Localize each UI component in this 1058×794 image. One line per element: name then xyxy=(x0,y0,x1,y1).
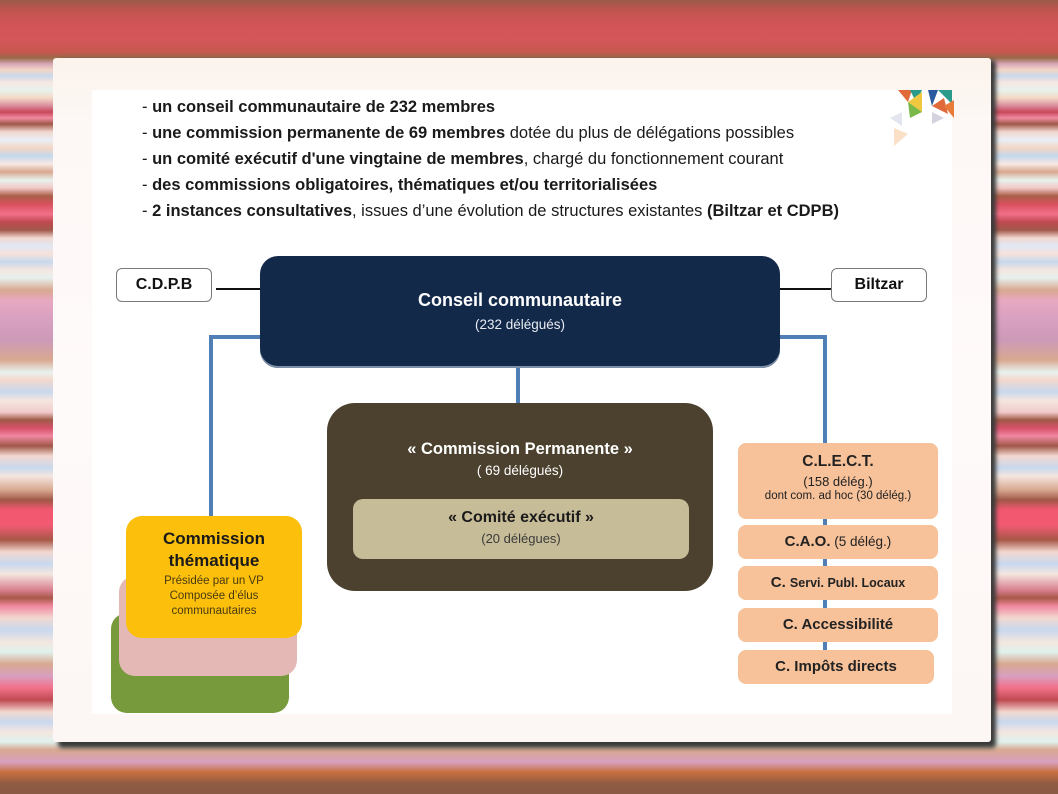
bullet-item: - un conseil communautaire de 232 membre… xyxy=(142,98,496,116)
conseil-title: Conseil communautaire xyxy=(417,290,623,310)
connector-left-horizontal xyxy=(209,335,261,339)
clect-box: C.L.E.C.T. (158 délég.) dont com. ad hoc… xyxy=(738,443,938,519)
comite-subtitle: (20 délégues) xyxy=(481,531,561,546)
bullet-item: - 2 instances consultatives, issues d’un… xyxy=(142,202,839,220)
cao-box: C.A.O. (5 délég.) xyxy=(738,525,938,559)
bullet-item: - une commission permanente de 69 membre… xyxy=(142,124,795,142)
connector-right-vertical xyxy=(823,335,827,445)
connector-cdpb xyxy=(216,288,262,290)
comite-executif-box: « Comité exécutif » (20 délégues) xyxy=(353,499,689,559)
commission-permanente-box: « Commission Permanente » ( 69 délégués)… xyxy=(327,403,713,591)
bullet-list: - un conseil communautaire de 232 membre… xyxy=(142,94,922,224)
bullet-item: - des commissions obligatoires, thématiq… xyxy=(142,176,658,194)
conseil-subtitle: (232 délégués) xyxy=(474,317,566,332)
comite-title: « Comité exécutif » xyxy=(448,509,594,526)
permanente-title: « Commission Permanente » xyxy=(407,440,633,458)
conseil-communautaire-box: Conseil communautaire (232 délégués) xyxy=(260,256,780,368)
connector-center-vertical xyxy=(516,368,520,404)
services-publics-locaux-box: C. Servi. Publ. Locaux xyxy=(738,566,938,600)
cdpb-box: C.D.P.B xyxy=(116,268,212,302)
permanente-subtitle: ( 69 délégués) xyxy=(476,463,564,478)
connector-biltzar xyxy=(778,288,832,290)
connector-right-horizontal xyxy=(779,335,827,339)
connector-left-vertical xyxy=(209,335,213,517)
logo-icon xyxy=(890,90,954,146)
bullet-item: - un comité exécutif d'une vingtaine de … xyxy=(142,150,784,168)
accessibilite-box: C. Accessibilité xyxy=(738,608,938,642)
impots-directs-box: C. Impôts directs xyxy=(738,650,934,684)
biltzar-box: Biltzar xyxy=(831,268,927,302)
